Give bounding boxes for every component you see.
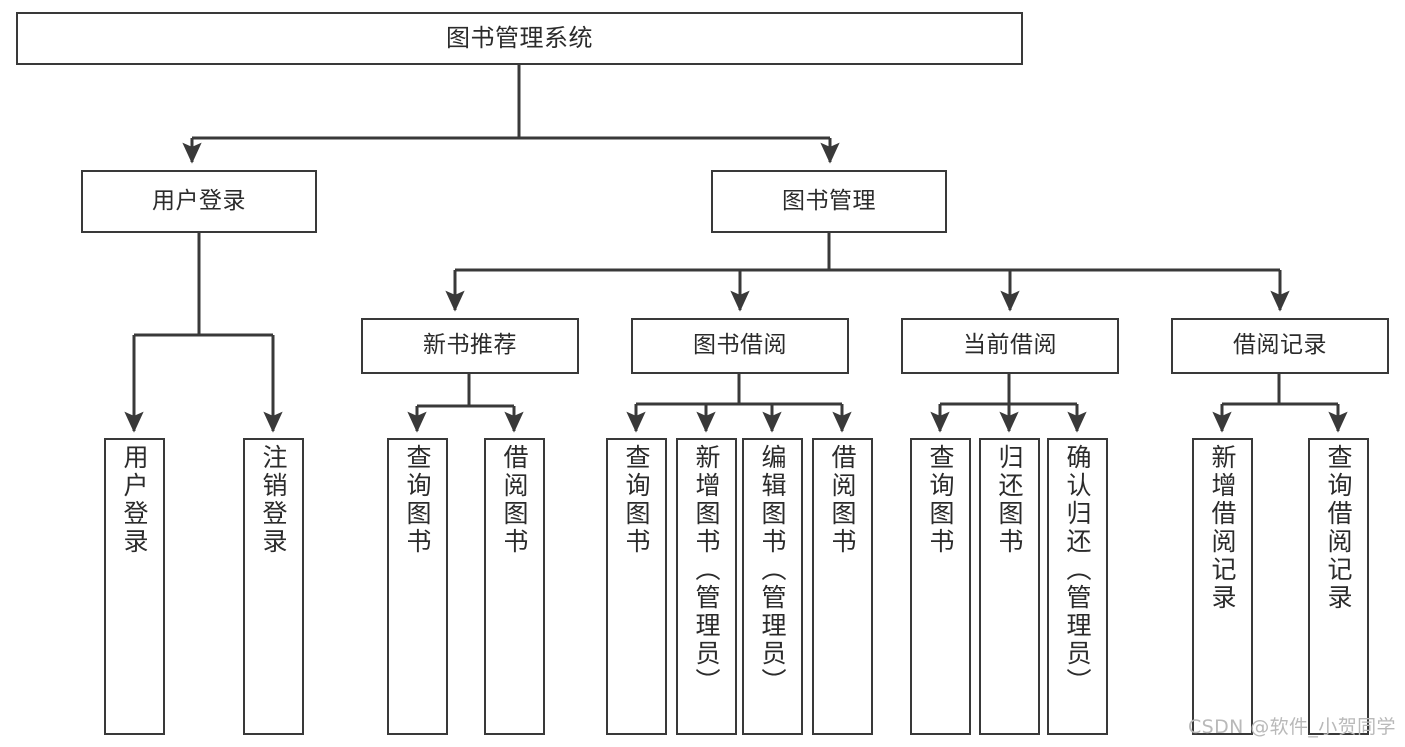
leaf-add-record[interactable]: 新增借阅记录 <box>1192 438 1253 735</box>
leaf-return-book-label: 归还图书 <box>995 444 1024 556</box>
leaf-query-book-1-label: 查询图书 <box>403 444 432 556</box>
leaf-query-record-label: 查询借阅记录 <box>1324 444 1353 612</box>
node-book-borrow[interactable]: 图书借阅 <box>631 318 849 374</box>
node-root[interactable]: 图书管理系统 <box>16 12 1023 65</box>
leaf-confirm-return-label: 确认归还（管理员） <box>1063 444 1092 696</box>
node-borrow-record[interactable]: 借阅记录 <box>1171 318 1389 374</box>
leaf-add-book-label: 新增图书（管理员） <box>692 444 721 696</box>
node-book-borrow-label: 图书借阅 <box>693 332 787 359</box>
node-root-label: 图书管理系统 <box>446 24 593 53</box>
leaf-query-book-3-label: 查询图书 <box>926 444 955 556</box>
leaf-edit-book-label: 编辑图书（管理员） <box>758 444 787 696</box>
leaf-borrow-book-1[interactable]: 借阅图书 <box>484 438 545 735</box>
leaf-add-book[interactable]: 新增图书（管理员） <box>676 438 737 735</box>
leaf-edit-book[interactable]: 编辑图书（管理员） <box>742 438 803 735</box>
leaf-query-book-1[interactable]: 查询图书 <box>387 438 448 735</box>
leaf-logout[interactable]: 注销登录 <box>243 438 304 735</box>
csdn-watermark: CSDN @软件_小贺同学 <box>1188 716 1396 738</box>
leaf-user-login-label: 用户登录 <box>120 444 149 556</box>
node-book-manage-label: 图书管理 <box>782 187 876 214</box>
leaf-user-login[interactable]: 用户登录 <box>104 438 165 735</box>
node-book-manage[interactable]: 图书管理 <box>711 170 947 233</box>
leaf-logout-label: 注销登录 <box>259 444 288 556</box>
leaf-query-book-2-label: 查询图书 <box>622 444 651 556</box>
node-user-login[interactable]: 用户登录 <box>81 170 317 233</box>
leaf-add-record-label: 新增借阅记录 <box>1208 444 1237 612</box>
node-new-book-recommend-label: 新书推荐 <box>423 332 517 359</box>
leaf-query-book-3[interactable]: 查询图书 <box>910 438 971 735</box>
leaf-query-book-2[interactable]: 查询图书 <box>606 438 667 735</box>
leaf-borrow-book-2-label: 借阅图书 <box>828 444 857 556</box>
node-current-borrow[interactable]: 当前借阅 <box>901 318 1119 374</box>
leaf-return-book[interactable]: 归还图书 <box>979 438 1040 735</box>
node-current-borrow-label: 当前借阅 <box>963 332 1057 359</box>
leaf-query-record[interactable]: 查询借阅记录 <box>1308 438 1369 735</box>
leaf-confirm-return[interactable]: 确认归还（管理员） <box>1047 438 1108 735</box>
node-new-book-recommend[interactable]: 新书推荐 <box>361 318 579 374</box>
leaf-borrow-book-1-label: 借阅图书 <box>500 444 529 556</box>
leaf-borrow-book-2[interactable]: 借阅图书 <box>812 438 873 735</box>
node-user-login-label: 用户登录 <box>152 187 246 214</box>
node-borrow-record-label: 借阅记录 <box>1233 332 1327 359</box>
